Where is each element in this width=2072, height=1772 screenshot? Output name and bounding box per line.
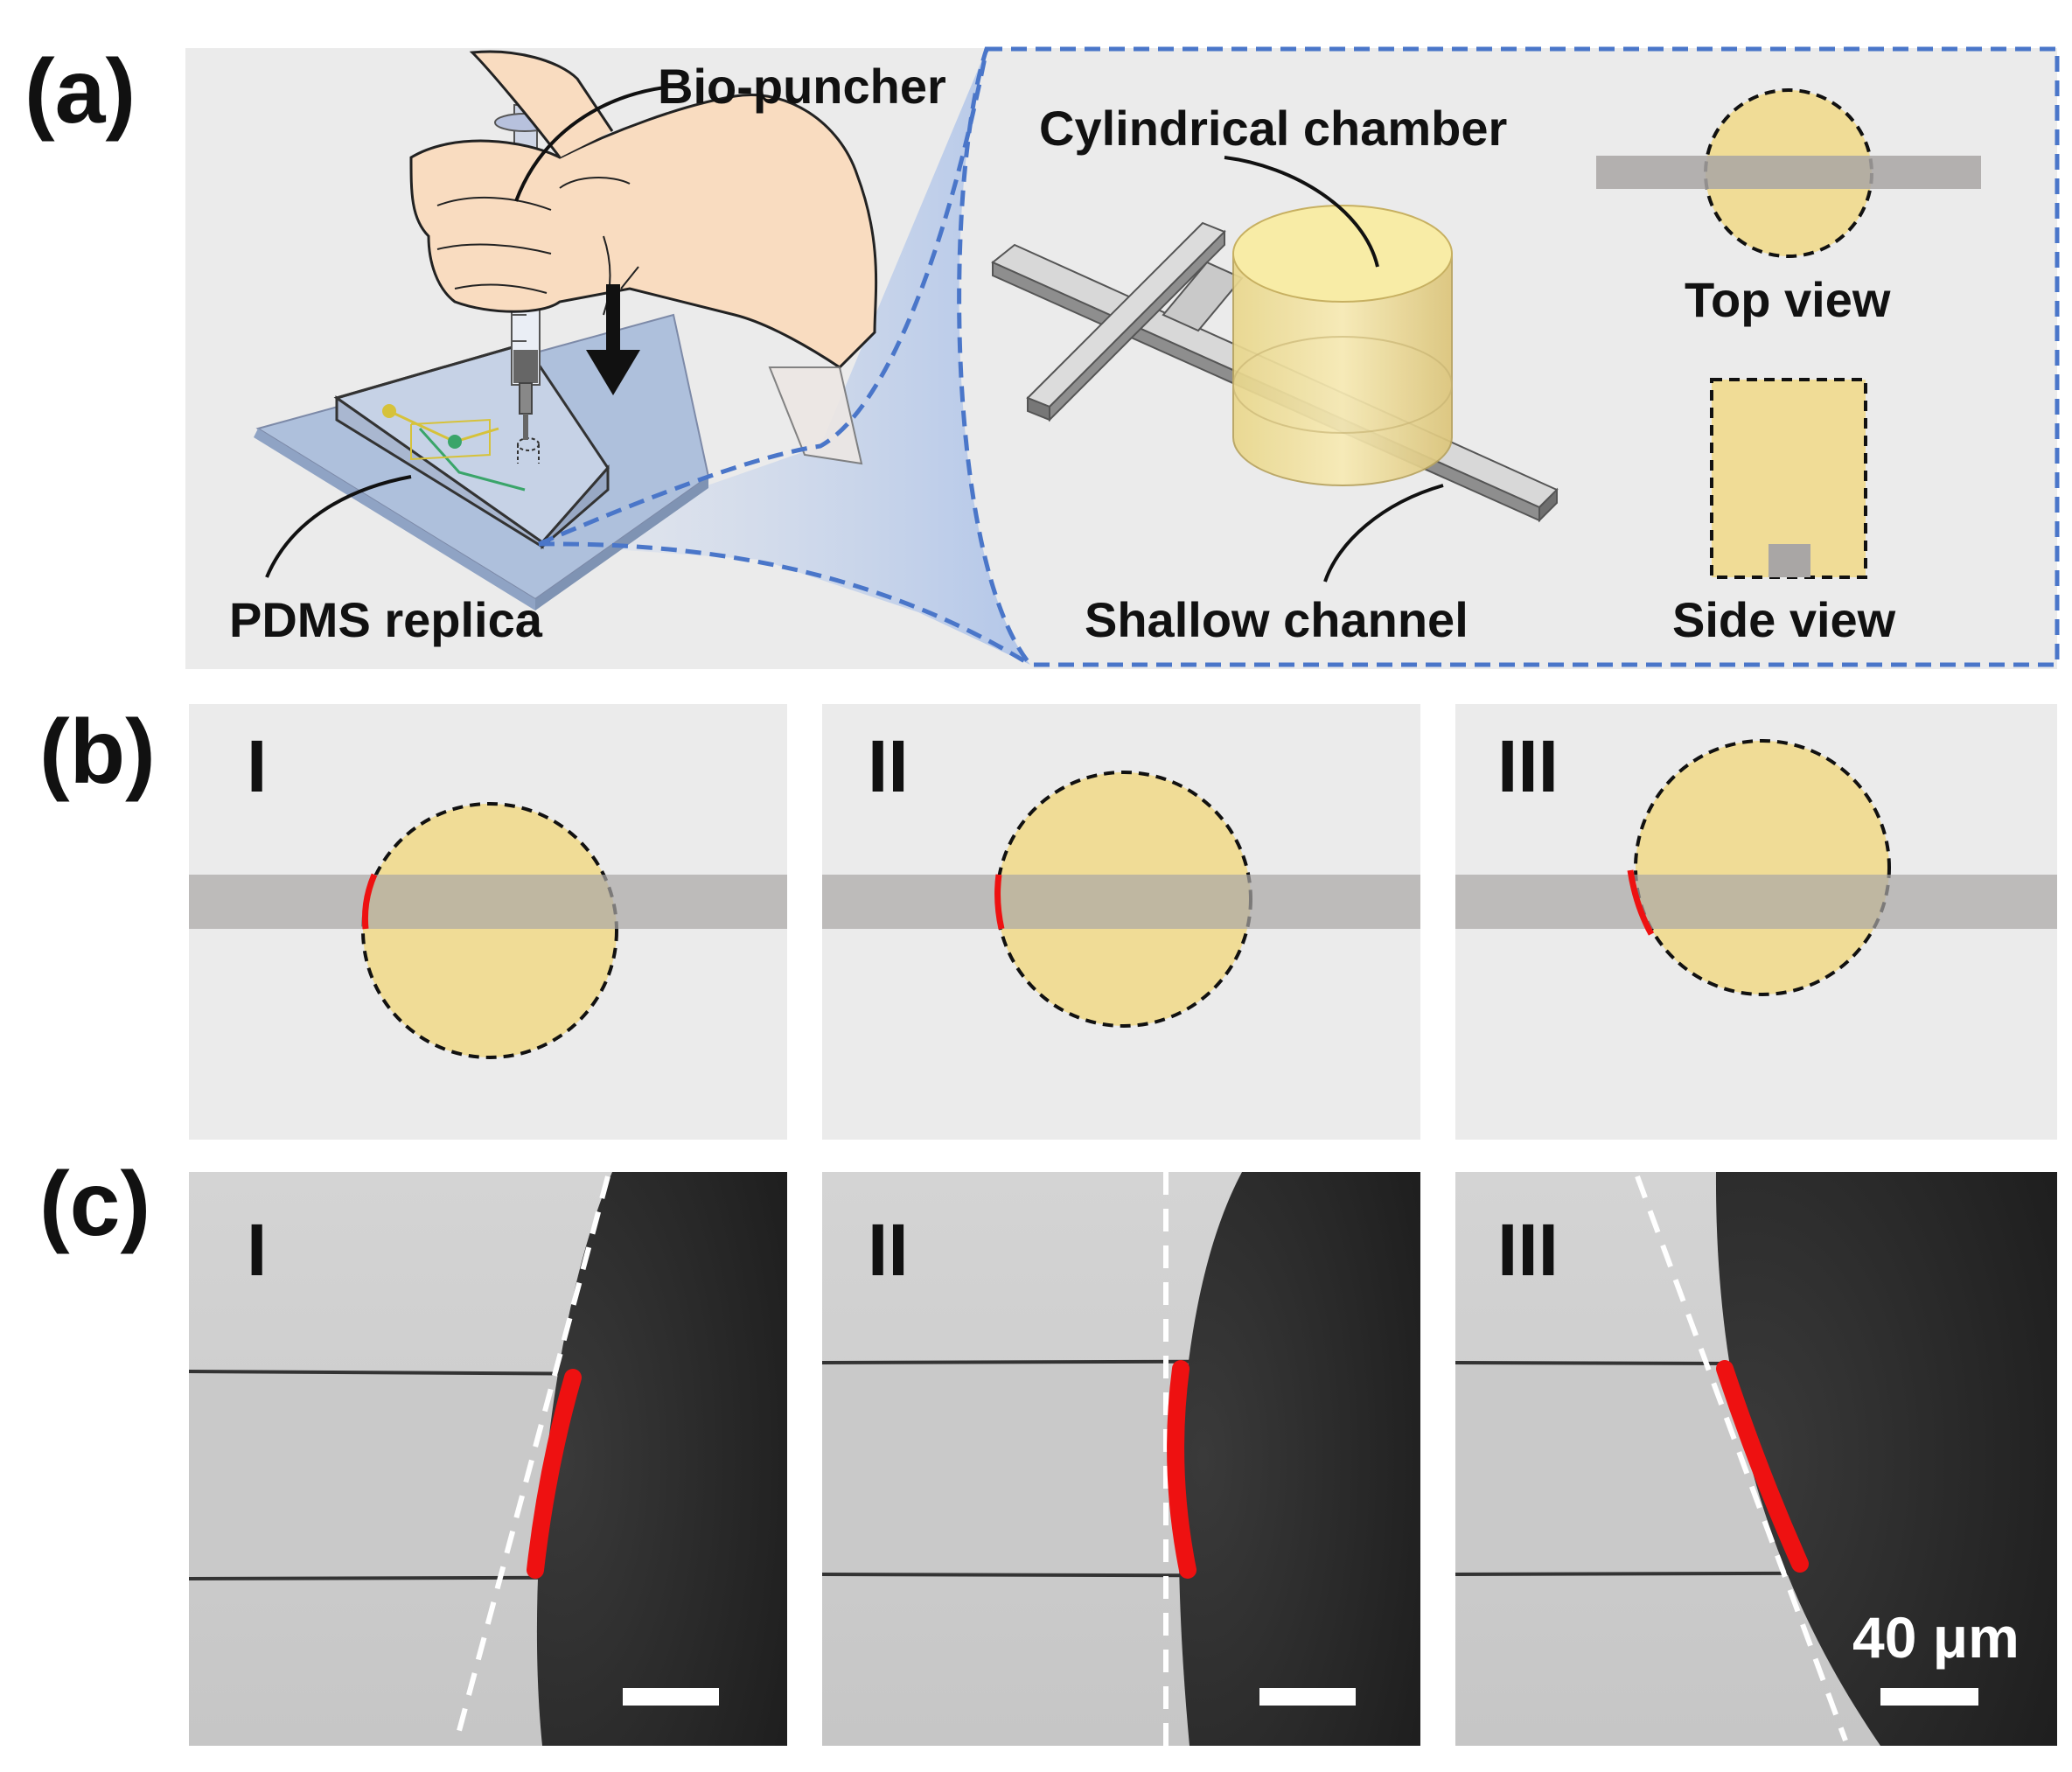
- label-side-view: Side view: [1672, 592, 1896, 647]
- label-pdms-replica: PDMS replica: [229, 592, 543, 647]
- panel-c-letter: (c): [39, 1154, 150, 1255]
- subpanel-label: III: [1497, 1209, 1559, 1291]
- contact-line-highlight: [1716, 1360, 1809, 1573]
- panel-b: (b) I II III: [39, 701, 2057, 1140]
- contact-line-highlight: [1627, 869, 1655, 936]
- top-view-diagram: [1596, 88, 1981, 258]
- leader-cylindrical-chamber: [1224, 156, 1379, 268]
- panel-a: (a): [24, 41, 2060, 669]
- micrograph-ii: II: [821, 1172, 1421, 1746]
- panel-a-letter: (a): [24, 41, 136, 143]
- tangent-line: [1635, 1175, 1848, 1742]
- label-top-view: Top view: [1685, 272, 1891, 327]
- panel-b-subpanel-i: I: [189, 704, 787, 1140]
- subpanel-label: II: [868, 725, 909, 807]
- zoom-line-lower: [538, 541, 1032, 667]
- scale-bar: [1259, 1688, 1356, 1706]
- label-cylindrical-chamber: Cylindrical chamber: [1039, 101, 1507, 156]
- leader-bio-puncher: [514, 86, 666, 202]
- contact-line-highlight: [527, 1369, 582, 1579]
- contact-line-highlight: [361, 873, 378, 930]
- panel-b-subpanel-ii: II: [822, 704, 1420, 1140]
- subpanel-label: I: [247, 1209, 267, 1291]
- panel-c: (c) I II: [39, 1154, 2058, 1746]
- scale-bar: [1880, 1688, 1978, 1706]
- subpanel-label: I: [247, 725, 267, 807]
- subpanel-label: II: [868, 1209, 909, 1291]
- leader-pdms: [265, 475, 412, 578]
- panel-b-subpanel-iii: III: [1455, 704, 2057, 1140]
- subpanel-label: III: [1497, 725, 1559, 807]
- scale-bar-label: 40 μm: [1852, 1605, 2020, 1670]
- leader-shallow-channel: [1323, 484, 1444, 583]
- contact-line-highlight: [1167, 1360, 1196, 1579]
- zoom-line-upper: [538, 48, 989, 547]
- down-arrow-icon: [586, 284, 640, 395]
- contact-line-highlight: [994, 874, 1005, 930]
- side-view-diagram: [1710, 378, 1867, 579]
- micrograph-i: I: [188, 1172, 788, 1746]
- tangent-line: [454, 1176, 610, 1741]
- label-shallow-channel: Shallow channel: [1085, 592, 1469, 647]
- cylindrical-chamber-3d: [1232, 205, 1453, 486]
- panel-b-letter: (b): [39, 701, 156, 803]
- label-bio-puncher: Bio-puncher: [658, 59, 946, 114]
- micrograph-iii: 40 μm III: [1455, 1172, 2058, 1746]
- scale-bar: [623, 1688, 719, 1706]
- pdms-block: [333, 342, 610, 550]
- hand-illustration: [409, 50, 878, 465]
